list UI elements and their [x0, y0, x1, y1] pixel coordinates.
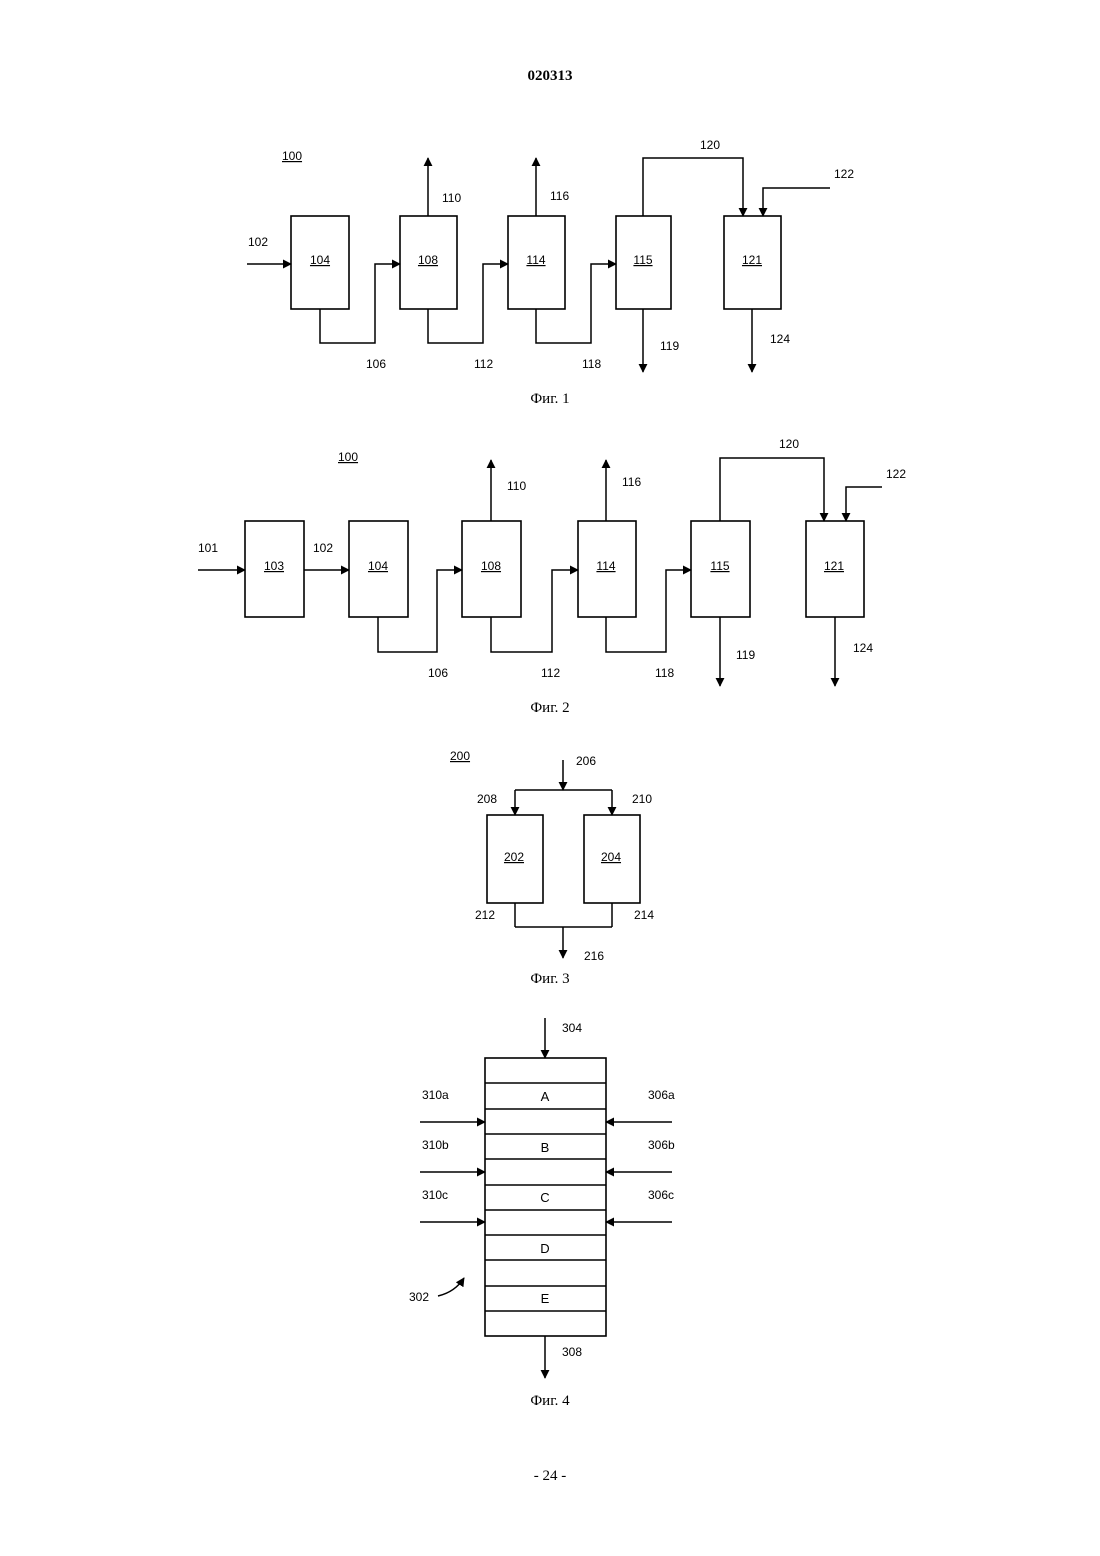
fig4-stream-306b-label: 306b — [648, 1138, 675, 1152]
fig4-stream-310a-label: 310a — [422, 1088, 449, 1102]
fig4-caption: Фиг. 4 — [530, 1393, 570, 1409]
fig4-zone-c: C — [540, 1190, 549, 1205]
figure-2: 100 103 104 108 114 115 121 101 102 106 … — [198, 437, 906, 716]
fig1-system-label: 100 — [282, 149, 302, 163]
fig4-zone-d: D — [540, 1241, 549, 1256]
fig1-caption: Фиг. 1 — [530, 391, 569, 407]
fig1-stream-118-label: 118 — [582, 357, 601, 371]
fig2-stream-120 — [720, 458, 824, 521]
fig2-stream-101-label: 101 — [198, 541, 218, 555]
fig4-zone-e: E — [541, 1291, 550, 1306]
fig3-caption: Фиг. 3 — [530, 971, 569, 987]
fig1-stream-110-label: 110 — [442, 191, 461, 205]
fig4-stream-308-label: 308 — [562, 1345, 582, 1359]
fig2-box-103-label: 103 — [264, 559, 284, 573]
fig2-box-121-label: 121 — [824, 559, 844, 573]
figure-3: 200 202 204 206 208 210 212 214 216 Фиг.… — [450, 749, 654, 987]
fig1-stream-122 — [763, 188, 830, 216]
fig3-stream-208-label: 208 — [477, 792, 497, 806]
fig2-stream-118-label: 118 — [655, 666, 674, 680]
fig1-stream-112-label: 112 — [474, 357, 493, 371]
fig4-reactor-label: 302 — [409, 1290, 429, 1304]
figure-1: 100 104 108 114 115 121 102 106 110 112 … — [247, 138, 854, 407]
fig4-zone-b: B — [541, 1140, 550, 1155]
fig3-stream-212-label: 212 — [475, 908, 495, 922]
fig2-box-104-label: 104 — [368, 559, 388, 573]
fig1-stream-119-label: 119 — [660, 339, 679, 353]
fig1-box-115-label: 115 — [633, 253, 652, 267]
fig1-stream-106-label: 106 — [366, 357, 386, 371]
fig1-stream-116-label: 116 — [550, 189, 569, 203]
fig2-box-114-label: 114 — [596, 559, 615, 573]
page-number: - 24 - — [0, 1468, 1100, 1485]
fig2-box-115-label: 115 — [710, 559, 729, 573]
fig1-box-108-label: 108 — [418, 253, 438, 267]
fig2-stream-122-label: 122 — [886, 467, 906, 481]
fig3-box-204-label: 204 — [601, 850, 621, 864]
fig2-stream-120-label: 120 — [779, 437, 799, 451]
fig2-stream-110-label: 110 — [507, 479, 526, 493]
fig1-box-104-label: 104 — [310, 253, 330, 267]
fig3-system-label: 200 — [450, 749, 470, 763]
figure-4: A B C D E 304 308 310a 310b 310c 306a 30… — [409, 1018, 675, 1409]
fig1-stream-120 — [643, 158, 743, 216]
fig2-caption: Фиг. 2 — [530, 700, 569, 716]
fig2-stream-116-label: 116 — [622, 475, 641, 489]
fig2-system-label: 100 — [338, 450, 358, 464]
fig4-zone-a: A — [541, 1089, 550, 1104]
fig4-reactor-pointer — [438, 1278, 464, 1296]
fig4-stream-310c-label: 310c — [422, 1188, 448, 1202]
fig3-stream-214-label: 214 — [634, 908, 654, 922]
fig1-stream-124-label: 124 — [770, 332, 790, 346]
fig1-stream-102-label: 102 — [248, 235, 268, 249]
fig2-stream-106-label: 106 — [428, 666, 448, 680]
fig4-stream-306a-label: 306a — [648, 1088, 675, 1102]
fig4-stream-304-label: 304 — [562, 1021, 582, 1035]
fig2-stream-119-label: 119 — [736, 648, 755, 662]
fig1-stream-122-label: 122 — [834, 167, 854, 181]
fig2-stream-102-label: 102 — [313, 541, 333, 555]
fig1-box-114-label: 114 — [526, 253, 545, 267]
fig3-stream-216-label: 216 — [584, 949, 604, 963]
fig3-box-202-label: 202 — [504, 850, 524, 864]
fig1-box-121-label: 121 — [742, 253, 762, 267]
fig2-box-108-label: 108 — [481, 559, 501, 573]
fig3-stream-210-label: 210 — [632, 792, 652, 806]
fig3-stream-206-label: 206 — [576, 754, 596, 768]
fig4-stream-306c-label: 306c — [648, 1188, 674, 1202]
fig2-stream-112-label: 112 — [541, 666, 560, 680]
fig4-stream-310b-label: 310b — [422, 1138, 449, 1152]
fig2-stream-122 — [846, 487, 882, 521]
fig2-stream-124-label: 124 — [853, 641, 873, 655]
fig1-stream-120-label: 120 — [700, 138, 720, 152]
